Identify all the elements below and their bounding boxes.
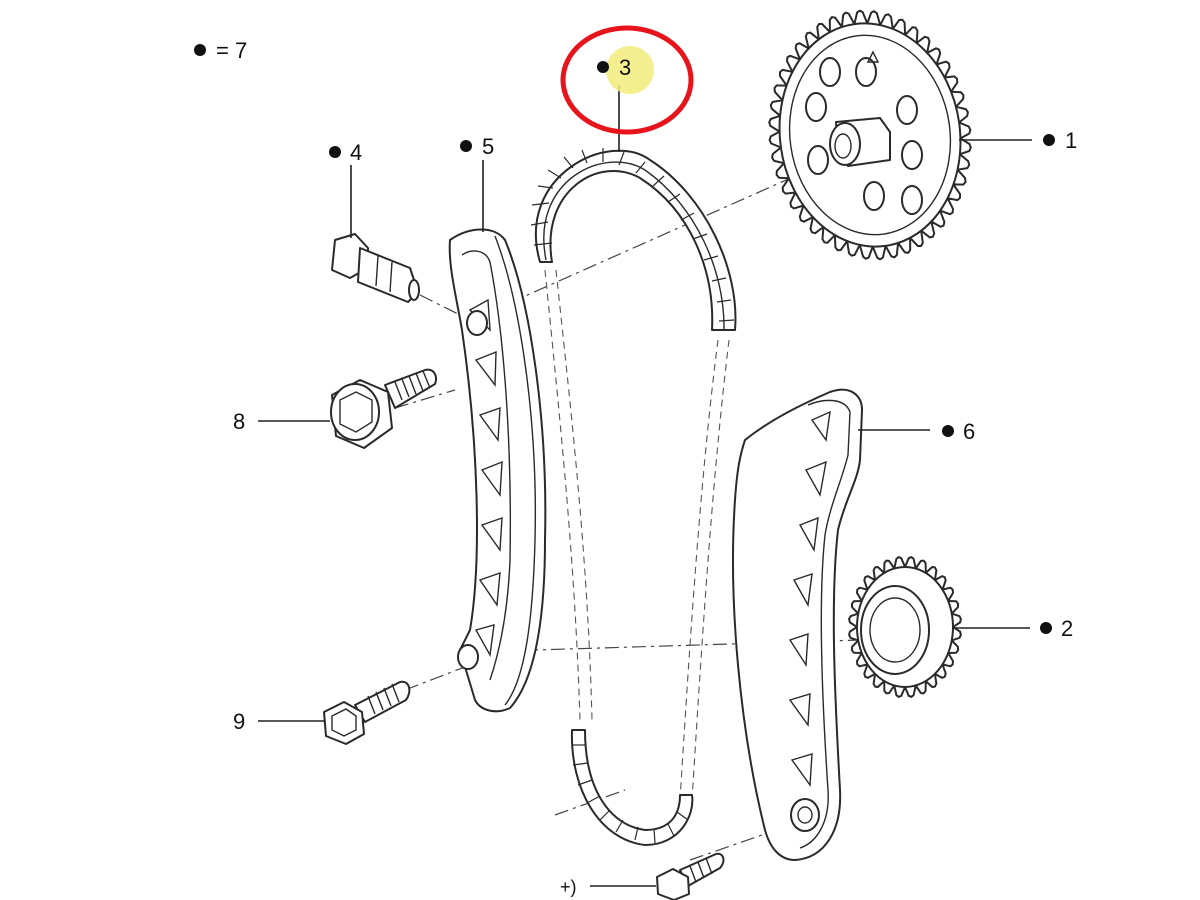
bullet-icon <box>460 140 472 152</box>
callout-6: 6 <box>942 419 975 444</box>
tensioner-ribs <box>788 410 831 787</box>
red-highlight-ring <box>560 25 694 135</box>
bullet-icon <box>1043 134 1055 146</box>
svg-text:3: 3 <box>619 55 631 80</box>
legend-text: = 7 <box>216 38 247 63</box>
camshaft-sprocket[interactable] <box>765 9 974 261</box>
svg-text:1: 1 <box>1065 128 1077 153</box>
fixed-chain-guide[interactable] <box>448 228 547 713</box>
callouts: 1 2 3 4 5 6 8 9 +) <box>233 25 1077 897</box>
svg-text:+): +) <box>560 877 577 897</box>
bullet-icon <box>942 425 954 437</box>
chain-links-upper <box>530 148 735 322</box>
bullet-icon <box>194 44 206 56</box>
guide-bolt-upper[interactable] <box>330 368 437 449</box>
callout-5: 5 <box>460 134 494 159</box>
callout-1: 1 <box>1043 128 1077 153</box>
callout-plus: +) <box>560 877 577 897</box>
legend: = 7 <box>194 38 247 63</box>
callout-8: 8 <box>233 409 245 434</box>
callout-2: 2 <box>1040 616 1073 641</box>
svg-text:4: 4 <box>350 140 362 165</box>
sprocket-holes <box>805 57 923 215</box>
timing-chain[interactable] <box>530 148 737 846</box>
chain-links-lower <box>572 744 689 844</box>
svg-text:9: 9 <box>233 709 245 734</box>
tensioner-bolt[interactable] <box>331 233 420 303</box>
svg-text:6: 6 <box>963 419 975 444</box>
callout-9: 9 <box>233 709 245 734</box>
crankshaft-sprocket[interactable] <box>848 556 962 698</box>
bullet-icon <box>1040 622 1052 634</box>
highlight-marker <box>606 46 654 94</box>
callout-4: 4 <box>329 140 362 165</box>
leader-lines <box>258 85 1032 887</box>
bullet-icon <box>329 146 341 158</box>
bullet-icon <box>597 61 609 73</box>
tensioner-guide-bolt[interactable] <box>656 852 725 900</box>
tensioner-chain-guide[interactable] <box>732 388 863 861</box>
callout-3: 3 <box>560 25 694 135</box>
svg-text:5: 5 <box>482 134 494 159</box>
svg-text:2: 2 <box>1061 616 1073 641</box>
svg-text:8: 8 <box>233 409 245 434</box>
guide-bolt-lower[interactable] <box>323 680 411 745</box>
